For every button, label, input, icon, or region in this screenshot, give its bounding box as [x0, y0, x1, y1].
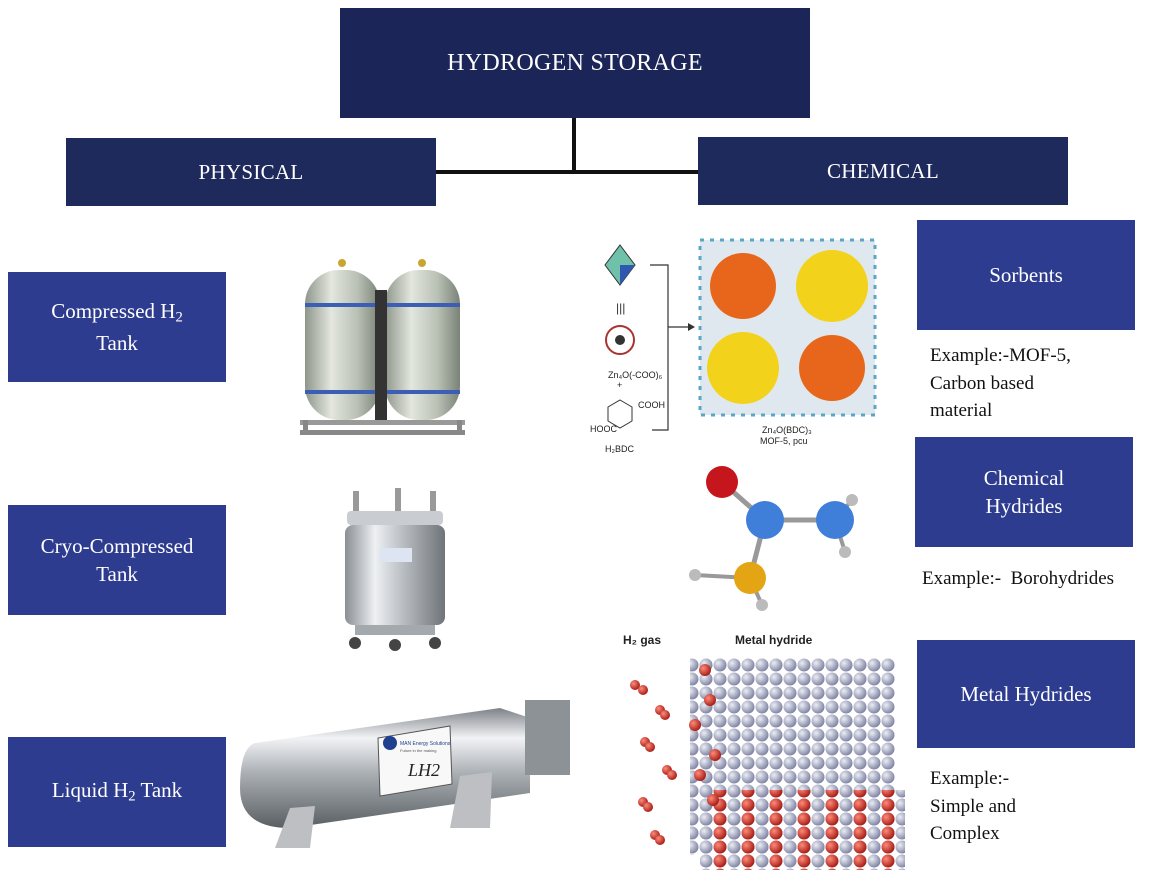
- mof5-figure: ||| Zn₄O(-COO)₆ + COOH HOOC H₂BDC Zn₄O(B…: [590, 238, 877, 454]
- liquid-tank-box: Liquid H2 Tank: [8, 737, 226, 847]
- metal-example-line: Simple and: [930, 795, 1017, 817]
- compressed-sub: 2: [175, 309, 183, 326]
- chem-hydrides-example-line: Example:- Borohydrides: [922, 568, 1115, 589]
- compressed-tank-box: Compressed H2 Tank: [8, 272, 226, 382]
- tank-tagline-text: Future in the making: [400, 748, 436, 753]
- chemical-hydride-molecule: [689, 466, 858, 611]
- mof-hooc: HOOC: [590, 424, 618, 434]
- metal-hydride-lattice: H₂ gas Metal hydride: [623, 633, 905, 870]
- svg-text:|||: |||: [616, 301, 625, 315]
- svg-text:+: +: [617, 380, 622, 390]
- connector-horizontal: [435, 170, 700, 174]
- compressed-label: Compressed H: [51, 299, 176, 324]
- cryo-label-line2: Tank: [96, 562, 138, 586]
- cryo-label-line1: Cryo-Compressed: [40, 533, 194, 558]
- sorbents-box: Sorbents: [917, 220, 1135, 330]
- chem-hydrides-example: Example:- Borohydrides: [922, 565, 1114, 593]
- sorbents-example-line: Example:-MOF-5,: [930, 345, 1071, 366]
- h2-gas-label: H₂ gas: [623, 633, 661, 647]
- metal-hydrides-label: Metal Hydrides: [960, 681, 1092, 706]
- liquid-sub: 2: [128, 788, 136, 805]
- metal-hydride-label: Metal hydride: [735, 633, 813, 647]
- sorbents-example-line: Carbon based: [930, 372, 1034, 394]
- liquid-label-post: Tank: [135, 778, 183, 803]
- mof-linker: H₂BDC: [605, 444, 634, 454]
- chem-hydrides-line1: Chemical: [983, 465, 1065, 490]
- physical-label: PHYSICAL: [198, 159, 304, 184]
- metal-example-line: Example:-: [930, 768, 1010, 789]
- compressed-label-line2: Tank: [96, 330, 138, 355]
- mof-product1: Zn₄O(BDC)₃: [762, 425, 812, 435]
- metal-example-line: Complex: [930, 823, 1000, 845]
- mof-formula1: Zn₄O(-COO)₆: [608, 370, 663, 380]
- tank-lh2-text: LH2: [407, 760, 440, 780]
- cryo-tank-box: Cryo-Compressed Tank: [8, 505, 226, 615]
- compressed-tank-image: [300, 259, 465, 435]
- sorbents-label: Sorbents: [989, 262, 1063, 287]
- physical-box: PHYSICAL: [66, 138, 436, 206]
- liquid-label: Liquid H: [51, 778, 129, 803]
- chemical-box: CHEMICAL: [698, 137, 1068, 205]
- title-box: HYDROGEN STORAGE: [340, 8, 810, 118]
- metal-hydrides-box: Metal Hydrides: [917, 640, 1135, 748]
- metal-hydrides-example: Example:- Simple and Complex: [930, 765, 1016, 848]
- sorbents-example: Example:-MOF-5, Carbon based material: [930, 342, 1071, 425]
- cryo-tank-image: [345, 488, 445, 651]
- sorbents-example-line: material: [930, 400, 993, 422]
- chem-hydrides-line2: Hydrides: [985, 494, 1063, 518]
- chemical-hydrides-box: Chemical Hydrides: [915, 437, 1133, 547]
- tank-brand-text: MAN Energy Solutions: [400, 741, 451, 747]
- mof-cooh: COOH: [638, 400, 665, 410]
- liquid-tank-image: MAN Energy Solutions Future in the makin…: [240, 700, 570, 848]
- mof-product2: MOF-5, pcu: [760, 436, 808, 446]
- title-text: HYDROGEN STORAGE: [447, 49, 703, 76]
- chemical-label: CHEMICAL: [826, 158, 940, 183]
- connector-vertical: [572, 118, 576, 173]
